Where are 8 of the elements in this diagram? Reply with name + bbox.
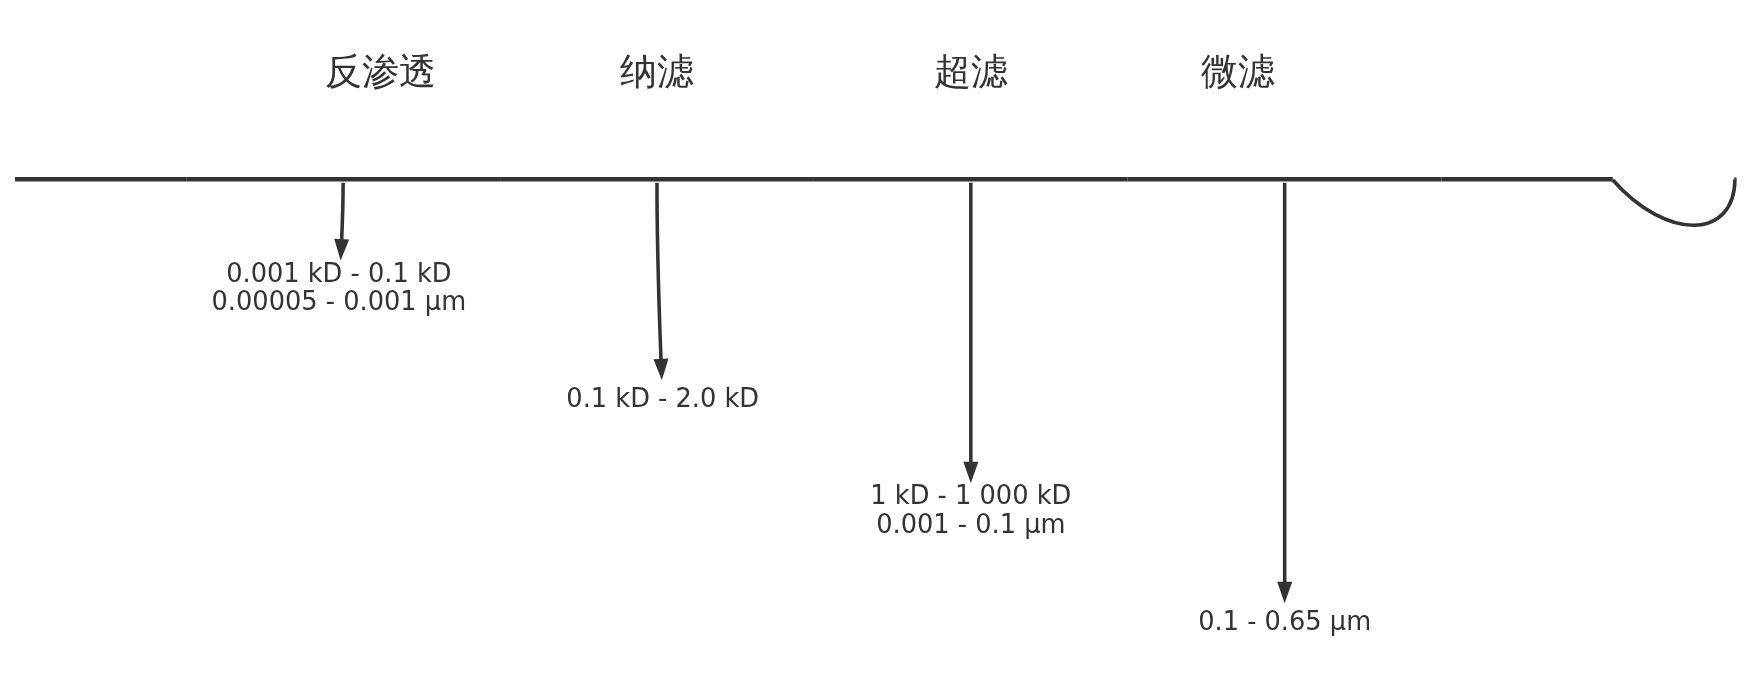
label: 纳滤 (619, 49, 694, 93)
label: 超滤 (933, 49, 1008, 93)
node-text: 0.1 - 0.65 µm (1198, 605, 1372, 636)
label: 反渗透 (324, 49, 436, 93)
label: 微滤 (1200, 49, 1275, 93)
node-text: 0.1 kD - 2.0 kD (566, 382, 760, 413)
node-text: 1 kD - 1 000 kD 0.001 - 0.1 µm (870, 479, 1072, 539)
node-text: 0.001 kD - 0.1 kD 0.00005 - 0.001 µm (211, 257, 467, 316)
